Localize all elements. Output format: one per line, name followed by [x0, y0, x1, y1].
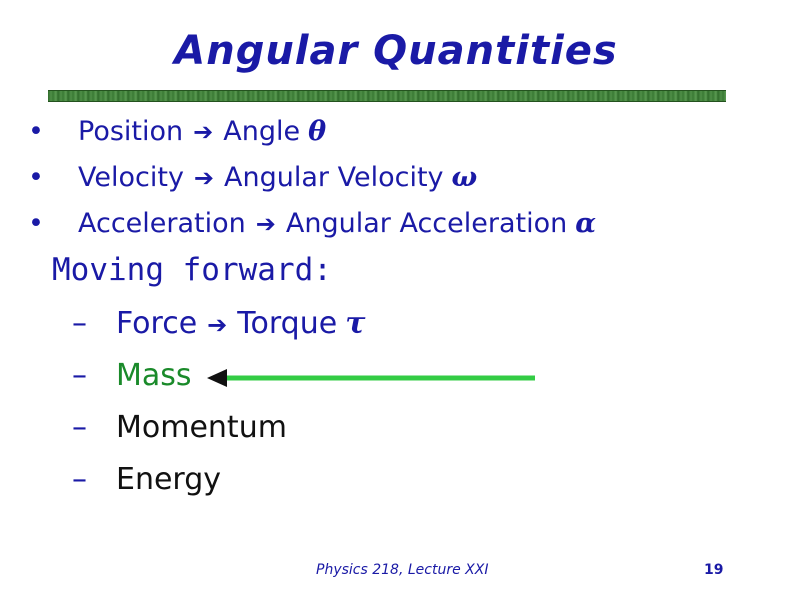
bullet-symbol: ω [451, 162, 478, 193]
arrow-head [207, 369, 227, 387]
bullet-symbol: θ [308, 116, 327, 147]
footer-text: Physics 218, Lecture XXI [316, 562, 489, 578]
bullet-from: Acceleration [78, 208, 246, 239]
subitem-text: Force [116, 306, 198, 341]
subitem-symbol: τ [345, 306, 366, 341]
bullet-symbol: α [575, 208, 597, 239]
page-number: 19 [704, 562, 724, 578]
bullet-dot: • [28, 162, 44, 193]
dash-marker: – [72, 410, 87, 445]
subitem-to: Torque [237, 306, 338, 341]
subitem-text: Mass [116, 358, 192, 393]
subitem-text: Energy [116, 462, 222, 497]
bullet-to: Angular Velocity [224, 162, 444, 193]
right-arrow-icon: ➔ [193, 164, 215, 192]
bullet-dot: • [28, 116, 44, 147]
right-arrow-icon: ➔ [255, 210, 276, 238]
subitem-momentum: –Momentum [72, 410, 287, 445]
dash-marker: – [72, 358, 87, 393]
left-arrow-icon [207, 369, 535, 387]
bullet-to: Angular Acceleration [285, 208, 568, 239]
bullet-from: Position [78, 116, 184, 147]
right-arrow-icon: ➔ [193, 118, 214, 146]
bullet-from: Velocity [78, 162, 184, 193]
slide-title: Angular Quantities [174, 28, 618, 74]
dash-marker: – [72, 306, 87, 341]
dash-marker: – [72, 462, 87, 497]
bullet-dot: • [28, 208, 44, 239]
subitem-text: Momentum [116, 410, 287, 445]
bullet-to: Angle [223, 116, 301, 147]
title-divider [48, 90, 726, 102]
right-arrow-icon: ➔ [207, 311, 228, 339]
subitem-energy: –Energy [72, 462, 221, 497]
subitem-mass: –Mass [72, 358, 192, 393]
moving-forward-heading: Moving forward: [52, 252, 332, 288]
